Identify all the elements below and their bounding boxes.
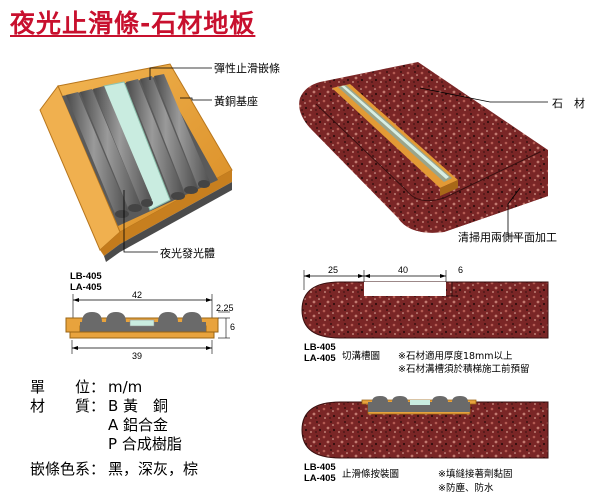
profile-model-lb: LB-405 — [70, 271, 102, 282]
groove-dim-edge: 25 — [328, 265, 339, 275]
profile-dim-lip: 2.25 — [216, 303, 234, 313]
rubber-rods-right — [126, 74, 210, 200]
spec-material-b: 材 質：B 黃 銅 — [30, 397, 169, 415]
install-model-la: LA-405 — [304, 473, 336, 484]
callout-brass-base: 黃銅基座 — [214, 95, 258, 108]
profile-dim-height: 6 — [230, 322, 236, 332]
profile-model-la: LA-405 — [70, 282, 102, 293]
stone-3d-illustration — [299, 62, 548, 237]
groove-model-lb: LB-405 — [304, 342, 336, 353]
install-diagram — [301, 396, 549, 459]
spec-unit: 單 位：m/m — [30, 378, 143, 396]
install-note-2: ※防塵、防水 — [438, 483, 494, 494]
profile-dim-bottom-width: 39 — [132, 351, 143, 361]
install-model-lb: LB-405 — [304, 462, 336, 473]
groove-dim-depth: 6 — [458, 265, 464, 275]
spec-material-p: P 合成樹脂 — [108, 435, 182, 453]
install-note-1: ※填縫接著劑黏固 — [438, 469, 513, 480]
callout-stone: 石 材 — [552, 97, 585, 110]
groove-dim-width: 40 — [398, 265, 409, 275]
page-title: 夜光止滑條-石材地板 — [10, 9, 256, 38]
profile-dim-top-width: 42 — [132, 290, 143, 300]
install-label: 止滑條按裝圖 — [342, 469, 400, 480]
callout-glow-body: 夜光發光體 — [160, 247, 215, 260]
callout-processing: 清掃用兩側平面加工 — [458, 231, 557, 244]
groove-label: 切溝槽圖 — [342, 351, 381, 362]
spec-list: 單 位：m/m 材 質：B 黃 銅 A 鋁合金 P 合成樹脂 嵌條色系：黑，深灰… — [30, 378, 198, 479]
spec-material-a: A 鋁合金 — [108, 416, 169, 434]
groove-diagram — [301, 270, 549, 339]
rubber-rods-left — [66, 86, 153, 218]
profile-cross-section — [65, 294, 230, 354]
groove-note-2: ※石材溝槽須於積梯施工前預留 — [398, 364, 530, 375]
groove-model-la: LA-405 — [304, 353, 336, 364]
groove-note-1: ※石材適用厚度18mm以上 — [398, 351, 513, 362]
callout-elastic-insert: 彈性止滑嵌條 — [214, 62, 280, 75]
spec-colors: 嵌條色系：黑，深灰，棕 — [30, 460, 199, 478]
